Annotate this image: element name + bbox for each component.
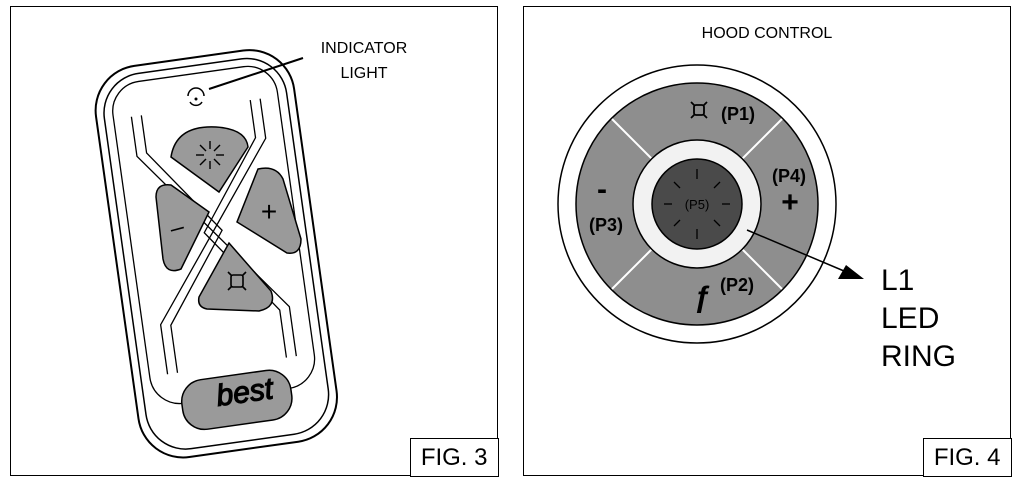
- indicator-callout-line: [208, 57, 304, 90]
- indicator-label-line2: LIGHT: [340, 65, 387, 82]
- p2-button[interactable]: ƒ (P2): [694, 275, 754, 314]
- p3-label: (P3): [589, 215, 623, 235]
- plus-symbol: +: [261, 196, 277, 227]
- remote-body: [94, 49, 338, 459]
- hood-control-drawing: HOOD CONTROL (P5): [557, 25, 956, 373]
- fig4-panel: HOOD CONTROL (P5): [523, 6, 1012, 477]
- fig3-panel: – + best INDICATOR LIGHT FIG. 3: [10, 6, 499, 477]
- led-label: LED: [881, 302, 939, 335]
- fig4-label: FIG. 4: [922, 437, 1012, 477]
- p5-sunburst-icon: [664, 169, 730, 239]
- p5-button[interactable]: (P5): [651, 158, 743, 250]
- fig3-label: FIG. 3: [409, 437, 499, 477]
- led-callout-line: [746, 229, 845, 272]
- p5-label: (P5): [685, 197, 710, 212]
- fan-button[interactable]: [197, 241, 274, 312]
- p4-button[interactable]: (P4) +: [772, 166, 806, 219]
- fan-icon: [690, 101, 708, 119]
- p3-button[interactable]: - (P3): [589, 173, 623, 235]
- l1-label: L1: [881, 264, 914, 297]
- plus-symbol: +: [781, 186, 799, 219]
- indicator-light-icon: [187, 87, 205, 107]
- sunburst-icon: [196, 141, 224, 169]
- p1-button[interactable]: (P1): [690, 101, 755, 124]
- logo-plate: [180, 369, 293, 431]
- p4-label: (P4): [772, 166, 806, 186]
- minus-symbol: -: [597, 173, 607, 206]
- minus-button[interactable]: –: [155, 184, 210, 272]
- indicator-label-line1: INDICATOR: [321, 40, 408, 57]
- p1-label: (P1): [721, 104, 755, 124]
- light-button[interactable]: [170, 126, 249, 194]
- fan-icon: [227, 271, 247, 291]
- plus-button[interactable]: +: [236, 167, 302, 254]
- p2-label: (P2): [720, 275, 754, 295]
- hood-control-title: HOOD CONTROL: [702, 25, 833, 42]
- ring-label: RING: [881, 340, 956, 373]
- function-icon: ƒ: [694, 281, 711, 314]
- segment-dividers: [611, 118, 783, 290]
- led-callout-arrowhead: [838, 265, 864, 279]
- remote-drawing: – + best INDICATOR LIGHT: [94, 40, 408, 459]
